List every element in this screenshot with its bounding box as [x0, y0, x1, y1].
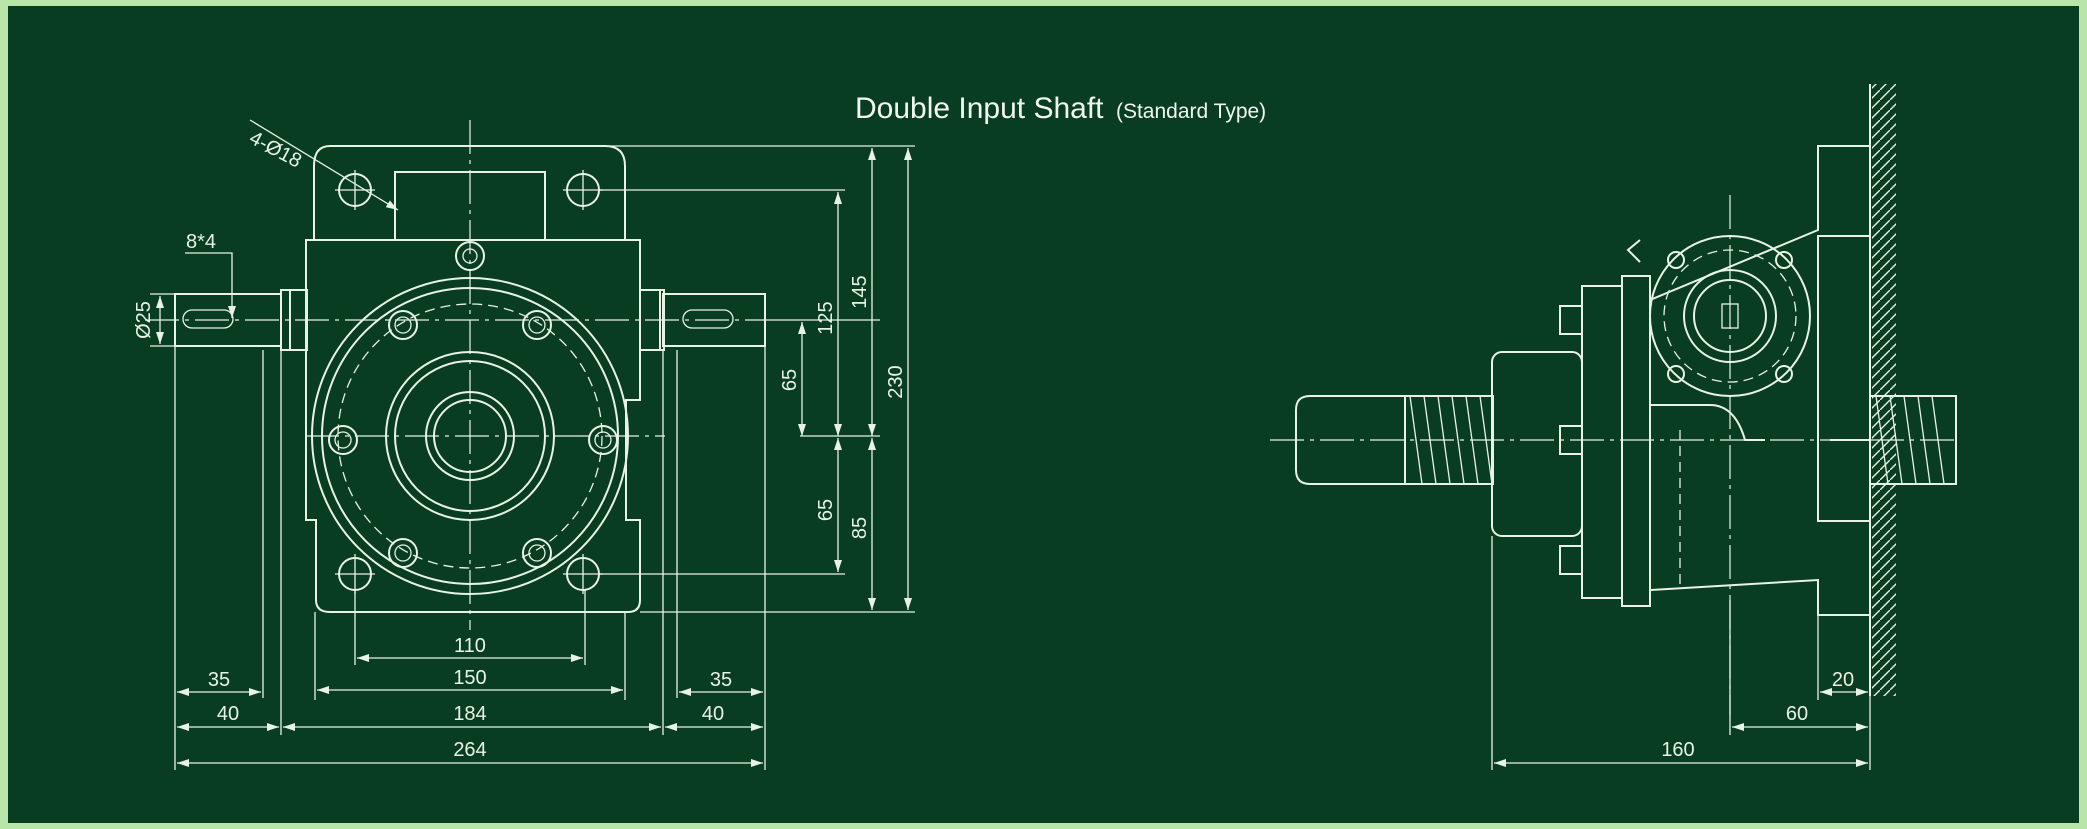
dim-110: 110 — [454, 635, 486, 657]
dim-145: 145 — [849, 275, 871, 308]
worm-housing-circle — [1649, 235, 1811, 397]
screw-end-left — [1295, 395, 1406, 485]
dim-160: 160 — [1661, 739, 1694, 761]
title-sub: (Standard Type) — [1116, 100, 1266, 123]
keyway-left — [182, 309, 234, 329]
side-housing — [1649, 145, 1871, 616]
dim-85: 85 — [849, 517, 871, 539]
mounting-wall-hatch — [1872, 84, 1896, 696]
dim-150: 150 — [453, 667, 486, 689]
dim-60: 60 — [1786, 703, 1808, 725]
dim-right-40: 40 — [702, 703, 724, 725]
drawing-background — [8, 6, 2079, 823]
drawing-title: Double Input Shaft (Standard Type) — [855, 92, 1266, 125]
keyway-leader — [185, 252, 236, 318]
grease-nipple — [455, 241, 485, 271]
dim-right-35: 35 — [710, 669, 732, 691]
output-bore — [425, 391, 515, 481]
title-main: Double Input Shaft — [855, 92, 1104, 125]
hole-leader — [249, 119, 399, 211]
dim-keyway: 8*4 — [186, 231, 216, 253]
dim-230: 230 — [885, 365, 907, 398]
dim-left-35: 35 — [208, 669, 230, 691]
grease-fitting — [1626, 239, 1641, 263]
dim-left-40: 40 — [217, 703, 239, 725]
top-mounting-ears — [313, 145, 626, 241]
dim-184: 184 — [453, 703, 486, 725]
dim-lower-65: 65 — [815, 499, 837, 521]
thread-lines-right — [1875, 395, 1945, 485]
dim-upper-65: 65 — [779, 369, 801, 391]
mount-flange — [1817, 235, 1871, 522]
gear-housing-outer — [311, 277, 629, 595]
housing-body — [305, 239, 661, 613]
thread-lines-left — [1409, 395, 1493, 485]
screw-thread-right — [1869, 395, 1957, 485]
dim-shaft-dia: Ø25 — [133, 301, 155, 339]
keyway-right — [682, 309, 734, 329]
cap-bolts — [328, 310, 618, 568]
dim-264: 264 — [453, 739, 486, 761]
dim-20: 20 — [1832, 669, 1854, 691]
side-view: 160 60 20 — [1270, 84, 1957, 770]
bearing-ring — [385, 351, 555, 521]
cover-bolts — [1559, 305, 1583, 575]
dim-125: 125 — [815, 301, 837, 334]
worm-bore — [1683, 269, 1777, 363]
